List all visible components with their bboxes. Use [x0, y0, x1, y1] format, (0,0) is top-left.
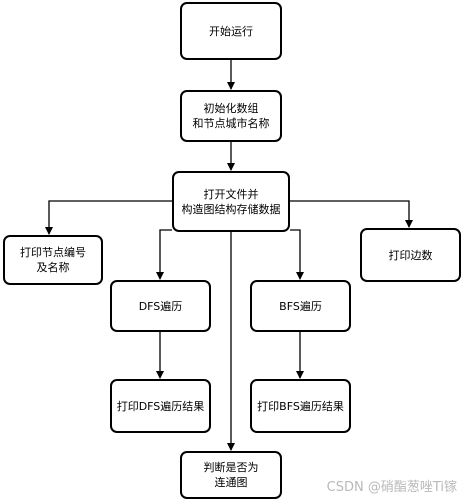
print-bfs-node-label: 打印BFS遍历结果	[257, 399, 344, 413]
print-edges-node: 打印边数	[360, 228, 461, 282]
dfs-node-label: DFS遍历	[138, 299, 183, 313]
arrow-open-to-dfs	[156, 229, 172, 280]
init-node-label: 初始化数组 和节点城市名称	[192, 102, 270, 130]
check-connected-node-label: 判断是否为 连通图	[203, 461, 259, 489]
bfs-node-label: BFS遍历	[279, 299, 322, 313]
arrow-open-to-print-edges	[290, 200, 413, 228]
print-nodes-node-label: 打印节点编号 及名称	[20, 246, 86, 274]
open-file-node: 打开文件并 构造图结构存储数据	[172, 171, 290, 232]
open-file-node-label: 打开文件并 构造图结构存储数据	[181, 187, 281, 216]
print-dfs-node-label: 打印DFS遍历结果	[116, 399, 205, 413]
bfs-node: BFS遍历	[250, 280, 351, 332]
start-node: 开始运行	[180, 2, 282, 60]
start-node-label: 开始运行	[209, 24, 253, 38]
arrow-open-to-print-nodes	[45, 200, 172, 235]
print-edges-node-label: 打印边数	[388, 248, 433, 262]
print-bfs-node: 打印BFS遍历结果	[250, 379, 351, 433]
dfs-node: DFS遍历	[110, 280, 211, 332]
print-nodes-node: 打印节点编号 及名称	[3, 235, 103, 285]
watermark: CSDN @硝酯葱唑Ti镓	[326, 480, 457, 495]
init-node: 初始化数组 和节点城市名称	[180, 90, 282, 142]
arrow-open-to-bfs	[290, 229, 304, 280]
print-dfs-node: 打印DFS遍历结果	[110, 379, 211, 433]
check-connected-node: 判断是否为 连通图	[180, 451, 282, 499]
